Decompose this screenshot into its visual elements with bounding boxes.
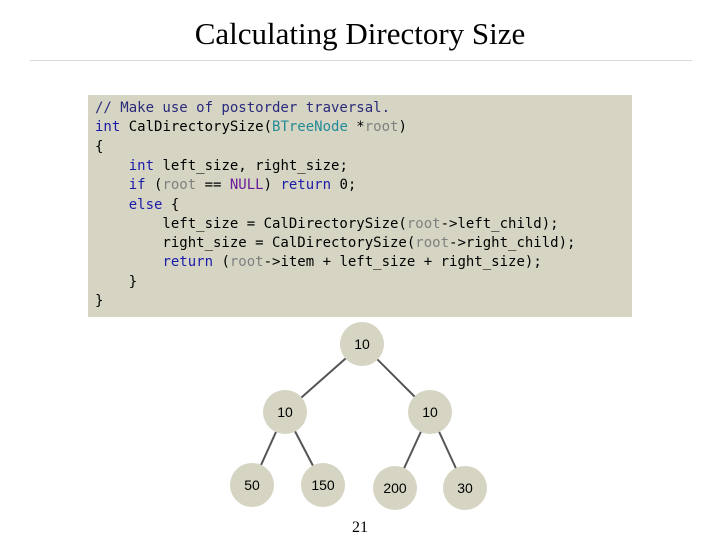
slide-title: Calculating Directory Size: [194, 16, 526, 51]
tree-node-label-root: 10: [354, 336, 370, 352]
code-line: return (root->item + left_size + right_s…: [95, 253, 542, 272]
code-token: root: [364, 119, 399, 136]
code-token: root: [415, 235, 450, 252]
tree-node-label-right: 10: [422, 404, 438, 420]
code-token: int: [95, 119, 121, 136]
tree-node-label-left: 10: [277, 404, 293, 420]
code-token: ): [263, 177, 281, 194]
code-line: if (root == NULL) return 0;: [95, 176, 357, 195]
code-line: {: [95, 138, 103, 157]
tree-node-left-left: [230, 463, 274, 507]
code-token: ->item + left_size + right_size);: [263, 254, 542, 271]
code-token: ->right_child);: [449, 235, 576, 252]
code-line: int left_size, right_size;: [95, 157, 348, 176]
code-line: else {: [95, 196, 180, 215]
code-token: (: [213, 254, 230, 271]
code-token: }: [95, 293, 104, 309]
code-token: ): [398, 119, 407, 136]
code-token: ->left_child);: [440, 215, 559, 232]
code-token: CalDirectorySize(: [120, 119, 273, 136]
code-token: root: [406, 215, 441, 232]
code-token: // Make use of postorder traversal.: [95, 100, 391, 116]
code-token: root: [229, 254, 264, 271]
code-token: ==: [196, 177, 230, 194]
code-token: return: [280, 177, 332, 194]
code-line: right_size = CalDirectorySize(root->righ…: [95, 234, 575, 253]
code-line: }: [95, 273, 137, 292]
code-line: }: [95, 292, 103, 311]
title-divider: [30, 60, 692, 61]
code-line: int CalDirectorySize(BTreeNode *root): [95, 118, 407, 137]
tree-node-left: [263, 390, 307, 434]
code-token: }: [95, 273, 138, 290]
tree-node-label-right-right: 30: [457, 480, 473, 496]
tree-node-label-left-right: 150: [311, 477, 335, 493]
tree-node-root: [340, 322, 384, 366]
code-token: left_size = CalDirectorySize(: [95, 215, 407, 232]
code-token: else: [128, 196, 163, 213]
tree-node-label-right-left: 200: [383, 480, 407, 496]
code-token: *: [347, 119, 365, 136]
code-token: return: [162, 254, 214, 271]
code-token: NULL: [229, 177, 264, 194]
code-token: 0;: [331, 177, 357, 194]
tree-node-label-left-left: 50: [244, 477, 260, 493]
code-token: left_size, right_size;: [154, 157, 348, 174]
tree-node-left-right: [301, 463, 345, 507]
tree-node-right-left: [373, 466, 417, 510]
code-token: {: [162, 196, 180, 213]
code-token: if: [128, 177, 146, 194]
code-token: root: [162, 177, 197, 194]
code-token: int: [128, 157, 155, 174]
page-number: 21: [352, 519, 368, 536]
code-token: (: [145, 177, 163, 194]
code-line: left_size = CalDirectorySize(root->left_…: [95, 215, 559, 234]
code-line: // Make use of postorder traversal.: [95, 99, 390, 118]
tree-node-right-right: [443, 466, 487, 510]
code-token: {: [95, 138, 104, 155]
code-block: // Make use of postorder traversal. int C…: [88, 95, 632, 317]
code-token: right_size = CalDirectorySize(: [95, 235, 416, 252]
code-token: BTreeNode: [272, 119, 348, 136]
tree-node-right: [408, 390, 452, 434]
